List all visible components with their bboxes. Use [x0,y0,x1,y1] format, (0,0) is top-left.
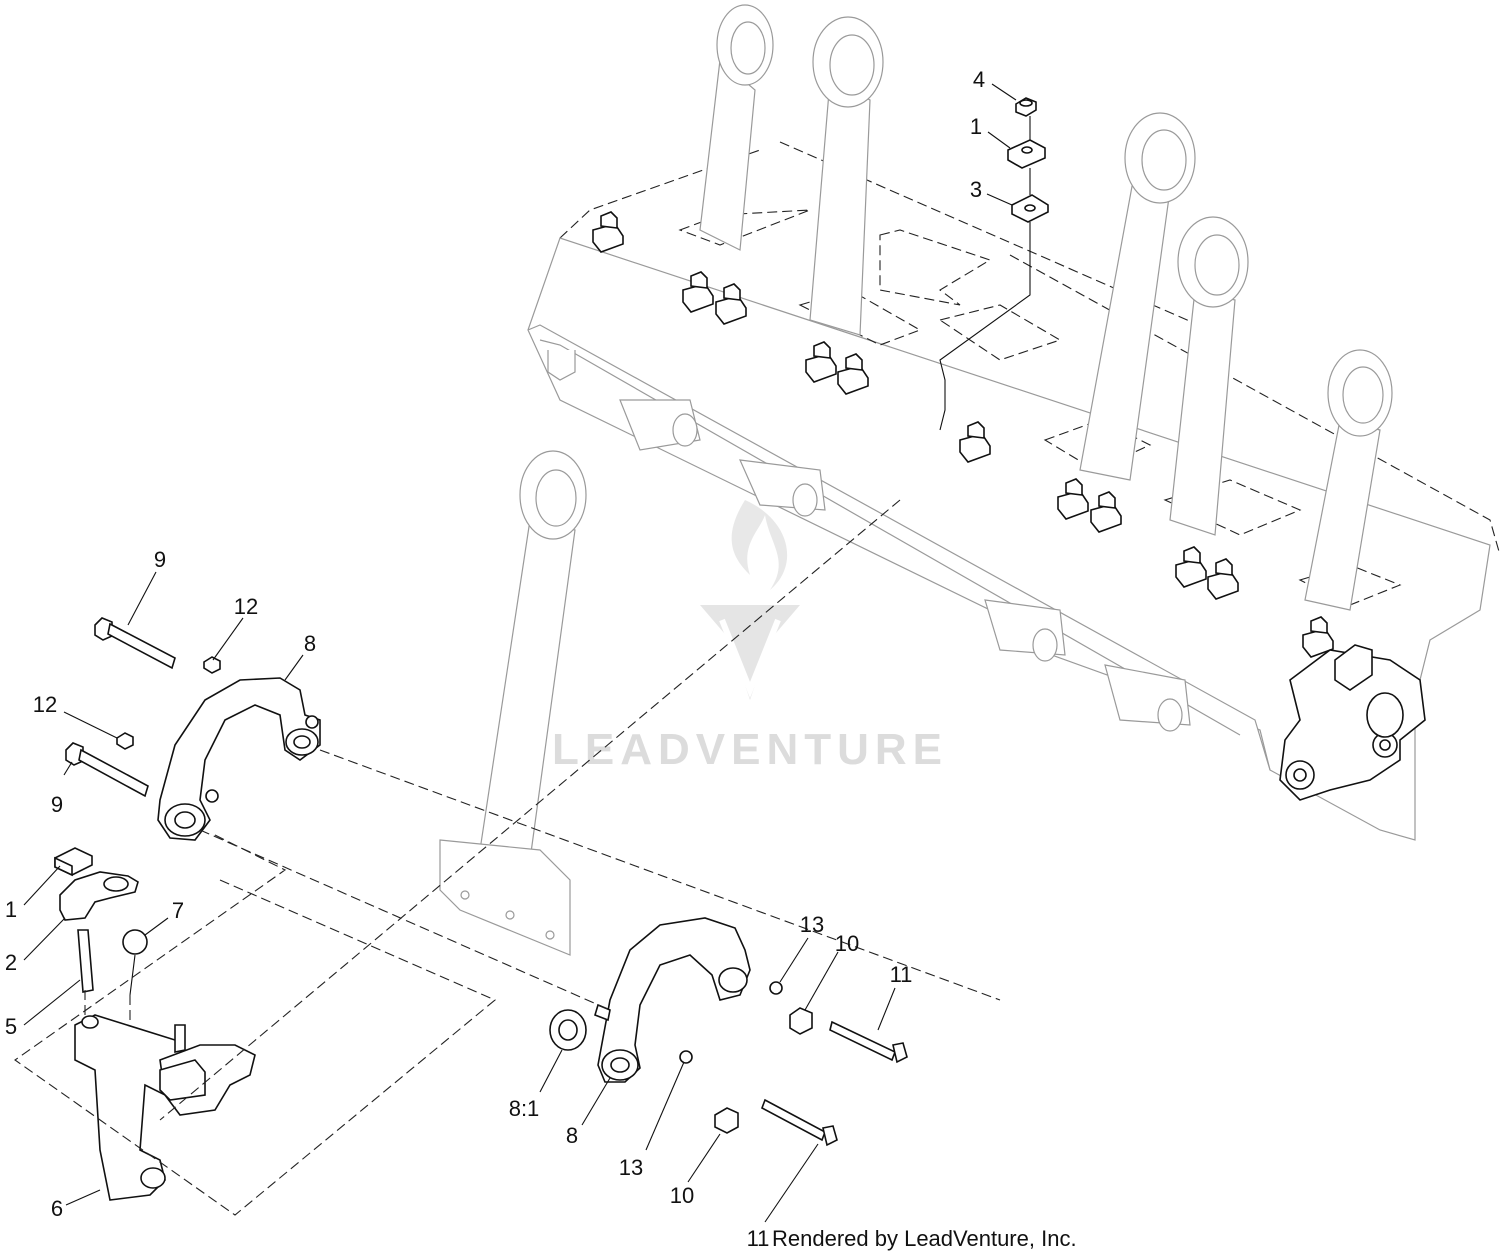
nut-10-lower [714,1107,739,1134]
callout-11-lower: 11 [747,1226,770,1251]
control-arm-front [439,450,587,956]
washer-13-upper [769,981,783,995]
callout-1-top: 1 [970,114,982,139]
washer-13-lower [679,1050,693,1064]
washer-3-top [1011,194,1049,223]
control-arm-rear-2 [809,16,884,336]
callout-9-lower: 9 [51,792,63,817]
callout-12-upper: 12 [234,594,258,619]
callout-10-lower: 10 [670,1183,694,1208]
callout-13-lower: 13 [619,1155,643,1180]
frame-clamp-nuts [592,211,1334,658]
callout-12-lower: 12 [33,692,57,717]
callout-leaders [23,83,1017,1223]
bracket-2-left [59,871,139,921]
assembled-pivot-right [1279,644,1426,801]
yoke-8-upper [157,677,321,841]
control-arm-rear-1 [699,4,774,251]
nut-10-upper [789,1007,813,1035]
top-hardware-stack [939,97,1049,431]
callout-7-left: 7 [172,898,184,923]
clamp-1-left [54,847,93,877]
left-pivot-assembly [14,499,901,1216]
main-frame-assembly [439,4,1500,956]
nut-12-upper [203,656,221,674]
control-arm-rear-5 [1304,349,1393,611]
control-arm-rear-4 [1169,216,1249,536]
callout-8-upper: 8 [304,631,316,656]
clamp-1-top [1007,139,1046,169]
pin-5-left [77,929,94,993]
callout-2-left: 2 [5,950,17,975]
nut-12-lower [116,732,134,750]
bolt-9-lower [65,742,149,798]
callout-9-upper: 9 [154,547,166,572]
yoke-8-lower [594,917,751,1083]
control-arm-rear-3 [1079,112,1196,481]
callout-6-left: 6 [51,1196,63,1221]
rendered-by-credit: Rendered by LeadVenture, Inc. [772,1226,1077,1251]
lower-pivot-assembly [199,749,1001,1147]
callout-8-lower: 8 [566,1123,578,1148]
callout-3: 3 [970,177,982,202]
callout-5-left: 5 [5,1014,17,1039]
bolt-9-upper [94,617,176,670]
callout-4: 4 [973,67,985,92]
bearing-8-1 [549,1009,587,1051]
callout-1-left: 1 [5,897,17,922]
callout-13-upper: 13 [800,912,824,937]
knob-7-left [122,929,148,996]
callout-8-1: 8:1 [509,1096,540,1121]
housing-6-left [74,1014,256,1201]
callout-11-upper: 11 [890,962,913,987]
bolt-11-upper [829,1020,908,1064]
bolt-11-lower [761,1098,838,1147]
nut-4-top [1015,97,1037,117]
frame-brackets [619,399,1191,732]
callout-10-upper: 10 [835,931,859,956]
watermark-text: LEADVENTURE [552,725,948,774]
leadventure-watermark: LEADVENTURE [552,500,948,774]
callout-labels: 4 1 3 9 12 8 12 9 1 2 7 5 6 13 10 11 8:1… [5,67,985,1251]
